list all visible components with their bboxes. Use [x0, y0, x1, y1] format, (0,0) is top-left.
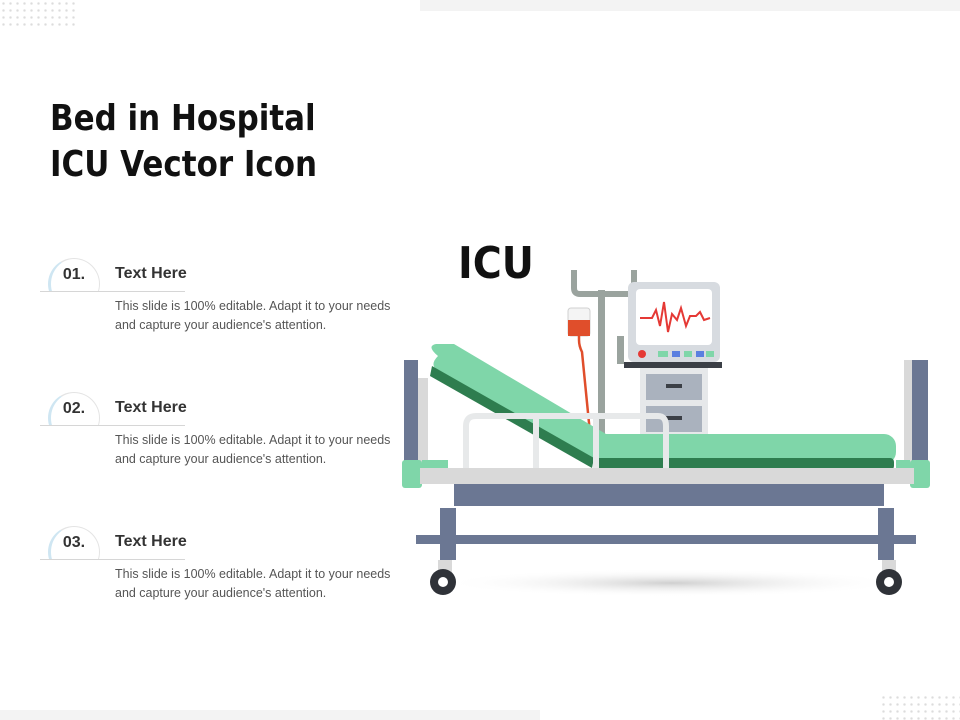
item-body: This slide is 100% editable. Adapt it to…	[115, 566, 391, 600]
number-badge-mask	[46, 560, 116, 590]
list-item: 02. Text Here This slide is 100% editabl…	[40, 392, 400, 482]
ecg-monitor-icon	[624, 282, 722, 438]
item-body: This slide is 100% editable. Adapt it to…	[115, 432, 391, 466]
decor-dots-top-left	[0, 0, 78, 26]
item-heading: Text Here	[115, 399, 187, 416]
number-badge: 03.	[46, 526, 116, 590]
slide-title: Bed in Hospital ICU Vector Icon	[50, 96, 342, 188]
item-number: 01.	[62, 266, 86, 283]
decor-dots-bottom-right	[880, 694, 960, 720]
iv-drip-icon	[567, 270, 637, 440]
decor-bar-bottom	[0, 710, 540, 720]
number-badge: 02.	[46, 392, 116, 456]
slide-title-line-2: ICU Vector Icon	[50, 144, 318, 185]
list-item: 01. Text Here This slide is 100% editabl…	[40, 258, 400, 348]
list-item: 03. Text Here This slide is 100% editabl…	[40, 526, 400, 616]
floor-shadow	[442, 569, 902, 597]
item-heading: Text Here	[115, 533, 187, 550]
item-body: This slide is 100% editable. Adapt it to…	[115, 298, 391, 332]
item-number: 03.	[62, 534, 86, 551]
slide-title-line-1: Bed in Hospital	[50, 98, 316, 139]
number-badge-mask	[46, 292, 116, 322]
decor-bar-top	[420, 0, 960, 11]
item-divider	[40, 291, 185, 292]
icu-label: ICU	[458, 237, 534, 289]
number-badge: 01.	[46, 258, 116, 322]
number-badge-mask	[46, 426, 116, 456]
hospital-bed-icon: ICU	[402, 237, 930, 597]
item-number: 02.	[62, 400, 86, 417]
item-divider	[40, 559, 185, 560]
item-heading: Text Here	[115, 265, 187, 282]
item-divider	[40, 425, 185, 426]
iv-bag	[568, 320, 590, 336]
